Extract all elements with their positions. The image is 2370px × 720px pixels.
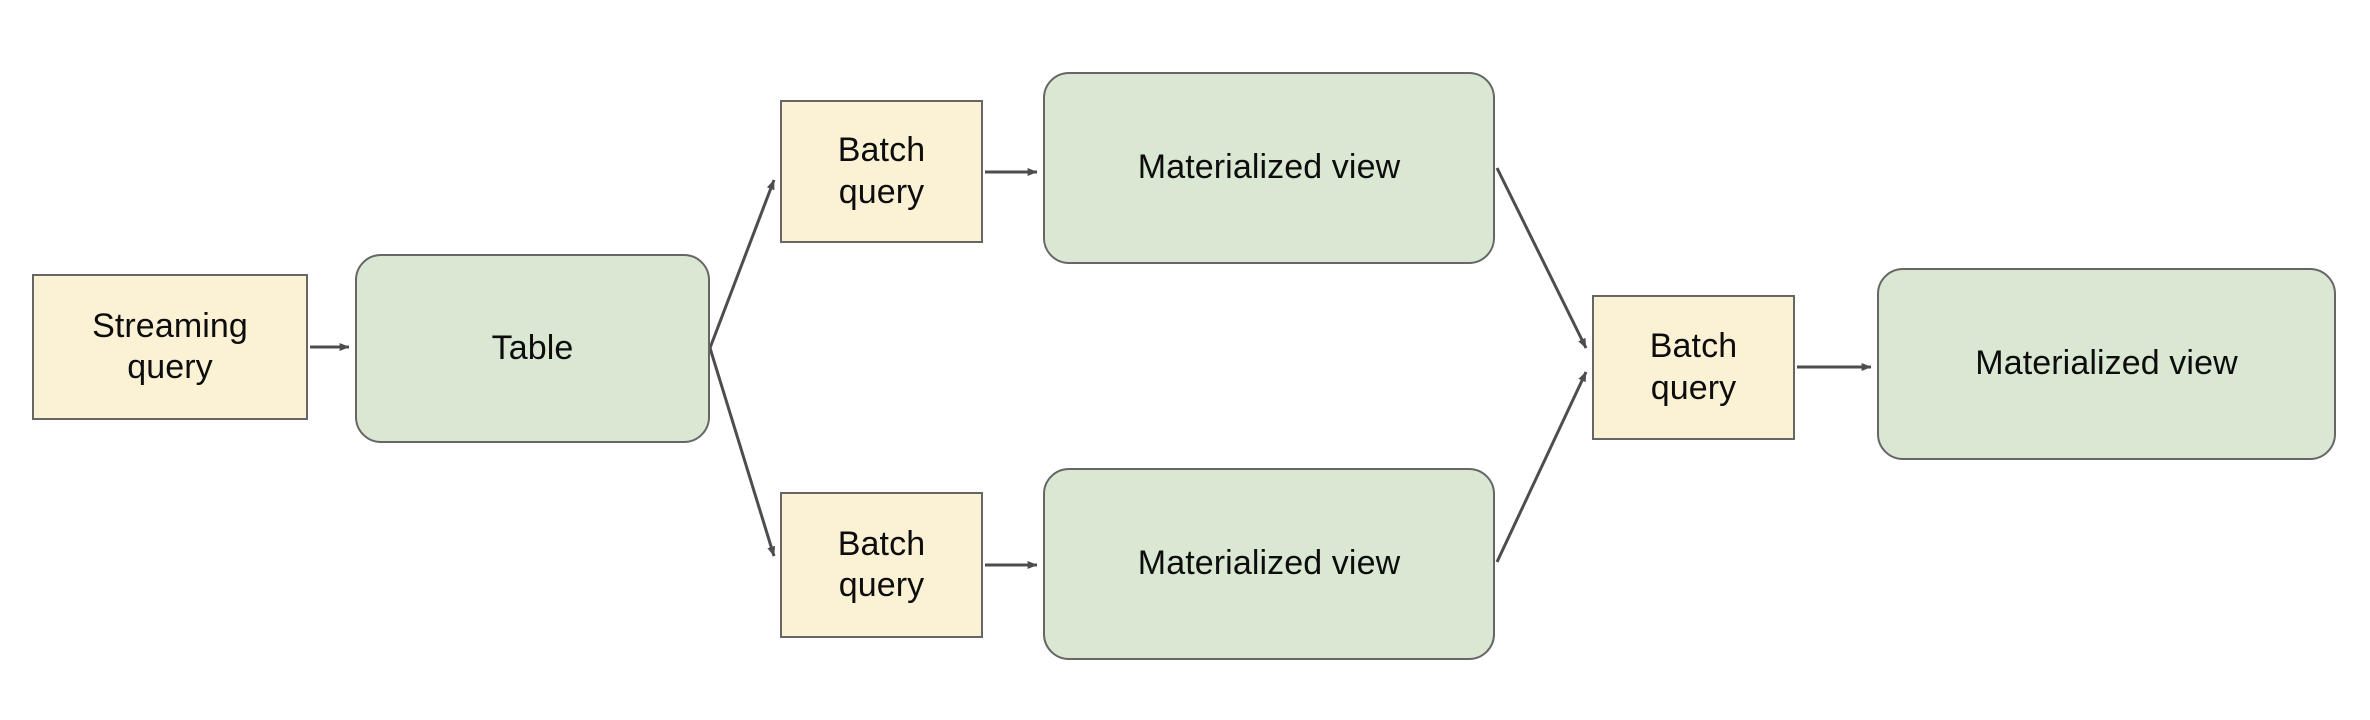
node-materialized-view-bottom-label: Materialized view xyxy=(1137,544,1401,583)
node-table-label: Table xyxy=(491,328,574,367)
node-batch-query-bottom[interactable]: Batch query xyxy=(780,492,983,638)
node-materialized-view-top[interactable]: Materialized view xyxy=(1043,72,1495,264)
edge-mv-top-to-batch-join xyxy=(1495,167,1588,349)
node-materialized-view-top-label: Materialized view xyxy=(1137,148,1401,187)
node-streaming-query-label: Streaming query xyxy=(92,306,248,386)
node-batch-query-top-label: Batch query xyxy=(837,131,926,211)
node-materialized-view-final-label: Materialized view xyxy=(1975,344,2238,383)
edge-mv-bottom-to-batch-join xyxy=(1495,371,1588,563)
node-materialized-view-bottom[interactable]: Materialized view xyxy=(1043,468,1495,660)
node-materialized-view-final[interactable]: Materialized view xyxy=(1877,268,2336,460)
node-batch-query-bottom-label: Batch query xyxy=(837,524,926,604)
edge-table-to-batch-bottom xyxy=(708,347,776,557)
edge-table-to-batch-top xyxy=(708,179,776,349)
node-batch-query-join[interactable]: Batch query xyxy=(1592,295,1795,440)
node-table[interactable]: Table xyxy=(355,254,710,443)
node-streaming-query[interactable]: Streaming query xyxy=(32,274,308,420)
node-batch-query-join-label: Batch query xyxy=(1649,327,1738,407)
node-batch-query-top[interactable]: Batch query xyxy=(780,100,983,243)
